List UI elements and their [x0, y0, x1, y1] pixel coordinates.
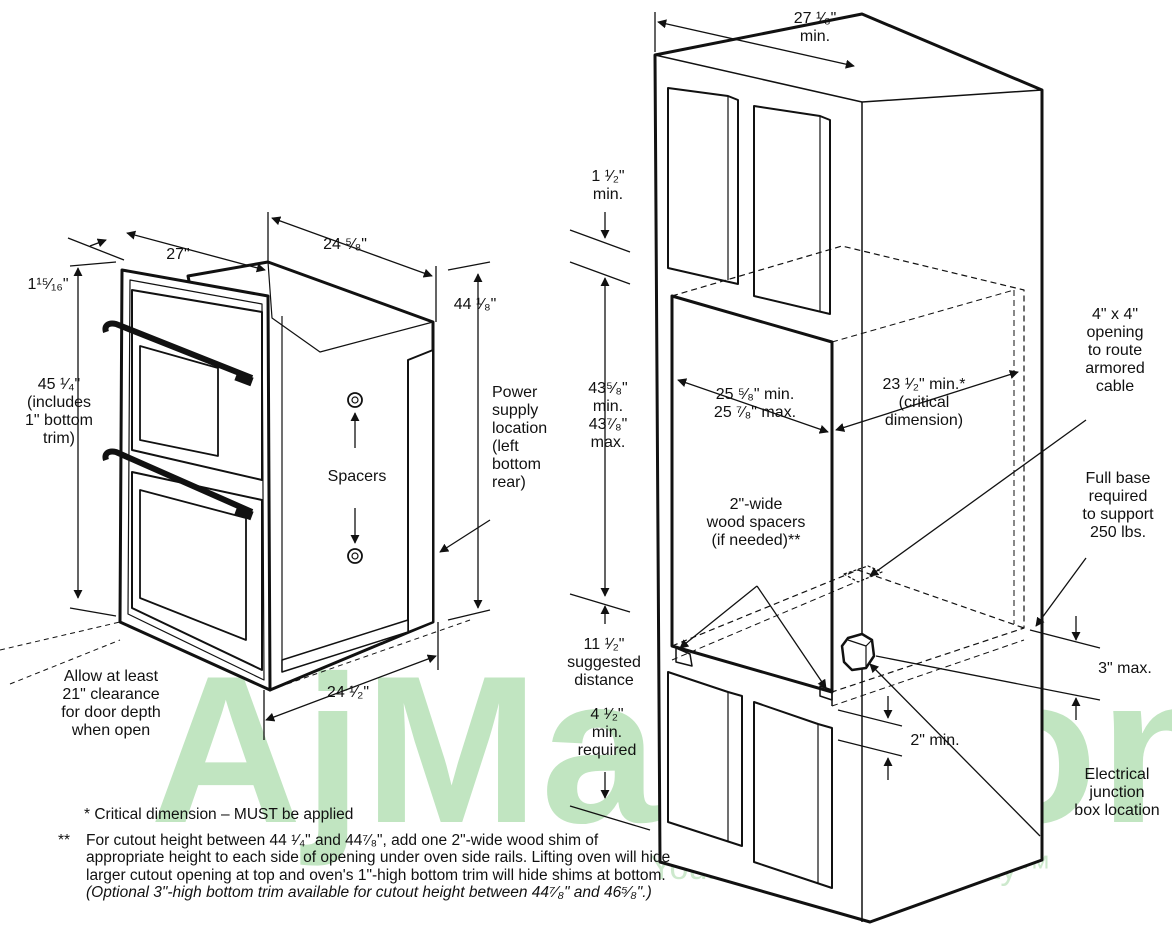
- cutout-depth-label: 23 ¹⁄₂" min.* (critical dimension): [882, 376, 966, 429]
- bottom-clearance-label: 4 ¹⁄₂" min. required: [577, 706, 637, 759]
- cutout-height-label: 43⁵⁄₈" min. 43⁷⁄₈" max.: [588, 380, 628, 451]
- door-clearance-label: Allow at least 21" clearance for door de…: [61, 668, 161, 739]
- critical-note-mark: *: [84, 806, 91, 823]
- shim-note-mark: **: [58, 831, 71, 849]
- oven-width-label: 27": [166, 246, 190, 263]
- critical-note-text: Critical dimension – MUST be applied: [94, 806, 354, 823]
- cabinet-width-label: 27 ¹⁄₈" min.: [793, 10, 837, 45]
- critical-note: * Critical dimension – MUST be applied: [84, 806, 678, 824]
- shim-note: ** For cutout height between 44 ¹⁄₄" and…: [58, 832, 678, 902]
- base-min-label: 2" min.: [910, 732, 960, 749]
- footnotes: * Critical dimension – MUST be applied *…: [58, 806, 678, 902]
- spacers-label: Spacers: [327, 468, 387, 485]
- wall-oven-drawing: [0, 250, 471, 692]
- optional-trim-note: (Optional 3"-high bottom trim available …: [86, 884, 652, 901]
- oven-depth-label: 24 ⁵⁄₈": [323, 236, 367, 253]
- full-base-label: Full base required to support 250 lbs.: [1082, 470, 1154, 541]
- oven-height-label: 45 ¹⁄₄" (includes 1" bottom trim): [25, 376, 93, 447]
- oven-base-depth-label: 24 ¹⁄₂": [326, 684, 370, 701]
- wood-spacers-label: 2"-wide wood spacers (if needed)**: [706, 496, 806, 549]
- shim-note-text: For cutout height between 44 ¹⁄₄" and 44…: [86, 831, 671, 884]
- suggested-distance-label: 11 ¹⁄₂" suggested distance: [567, 636, 641, 689]
- cable-opening-label: 4" x 4" opening to route armored cable: [1085, 306, 1145, 395]
- cutout-width-label: 25 ⁵⁄₈" min. 25 ⁷⁄₈" max.: [713, 386, 797, 421]
- junction-box-label: Electrical junction box location: [1074, 766, 1160, 819]
- top-clearance-label: 1 ¹⁄₂" min.: [591, 168, 625, 203]
- base-max-label: 3" max.: [1098, 660, 1152, 677]
- oven-trim-label: 1¹⁵⁄₁₆": [27, 276, 69, 293]
- cabinet-dimension-lines: [569, 12, 1101, 837]
- oven-dimension-lines: [67, 212, 491, 740]
- oven-rear-height-label: 44 ¹⁄₈": [453, 296, 497, 313]
- cabinet-drawing: [653, 12, 1044, 924]
- power-supply-label: Power supply location (left bottom rear): [492, 384, 548, 491]
